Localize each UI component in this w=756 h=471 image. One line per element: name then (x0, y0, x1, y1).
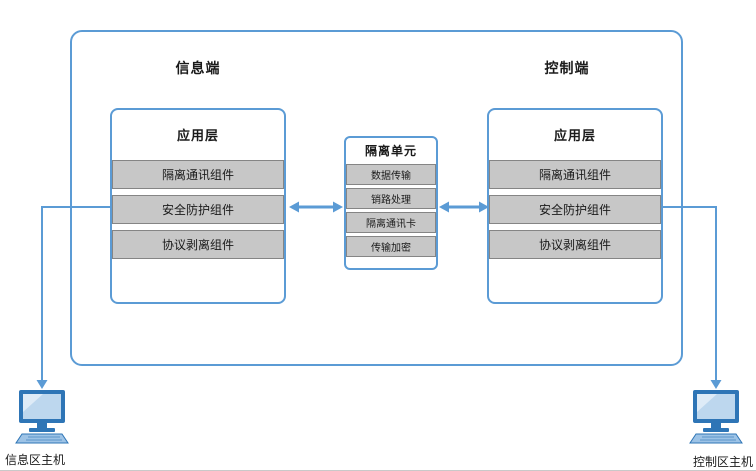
isolation-unit-title: 隔离单元 (364, 144, 417, 158)
right-section-title: 控制端 (544, 60, 590, 76)
isolation-row-link-processing: 销路处理 (346, 188, 436, 209)
right-box-title: 应用层 (553, 127, 596, 143)
isolation-row-comm-card: 隔离通讯卡 (346, 212, 436, 233)
control-host-label: 控制区主机 (692, 455, 753, 469)
isolation-row-data-transfer: 数据传输 (346, 164, 436, 185)
left-box-row-isolation-comm: 隔离通讯组件 (112, 160, 284, 189)
right-app-box: 应用层 隔离通讯组件 安全防护组件 协议剥离组件 (487, 108, 663, 304)
left-box-title: 应用层 (176, 127, 219, 143)
right-box-row-isolation-comm: 隔离通讯组件 (489, 160, 661, 189)
left-box-row-security: 安全防护组件 (112, 195, 284, 224)
left-app-box: 应用层 隔离通讯组件 安全防护组件 协议剥离组件 (110, 108, 286, 304)
outer-frame (70, 30, 683, 366)
information-host-label: 信息区主机 (5, 453, 66, 467)
right-box-row-protocol-strip: 协议剥离组件 (489, 230, 661, 259)
left-box-row-protocol-strip: 协议剥离组件 (112, 230, 284, 259)
right-box-row-security: 安全防护组件 (489, 195, 661, 224)
left-section-title: 信息端 (175, 60, 221, 76)
information-host-computer-icon (15, 389, 69, 444)
control-host-computer-icon (689, 389, 743, 444)
isolation-unit-box: 隔离单元 数据传输 销路处理 隔离通讯卡 传输加密 (344, 136, 438, 270)
isolation-row-encryption: 传输加密 (346, 236, 436, 257)
